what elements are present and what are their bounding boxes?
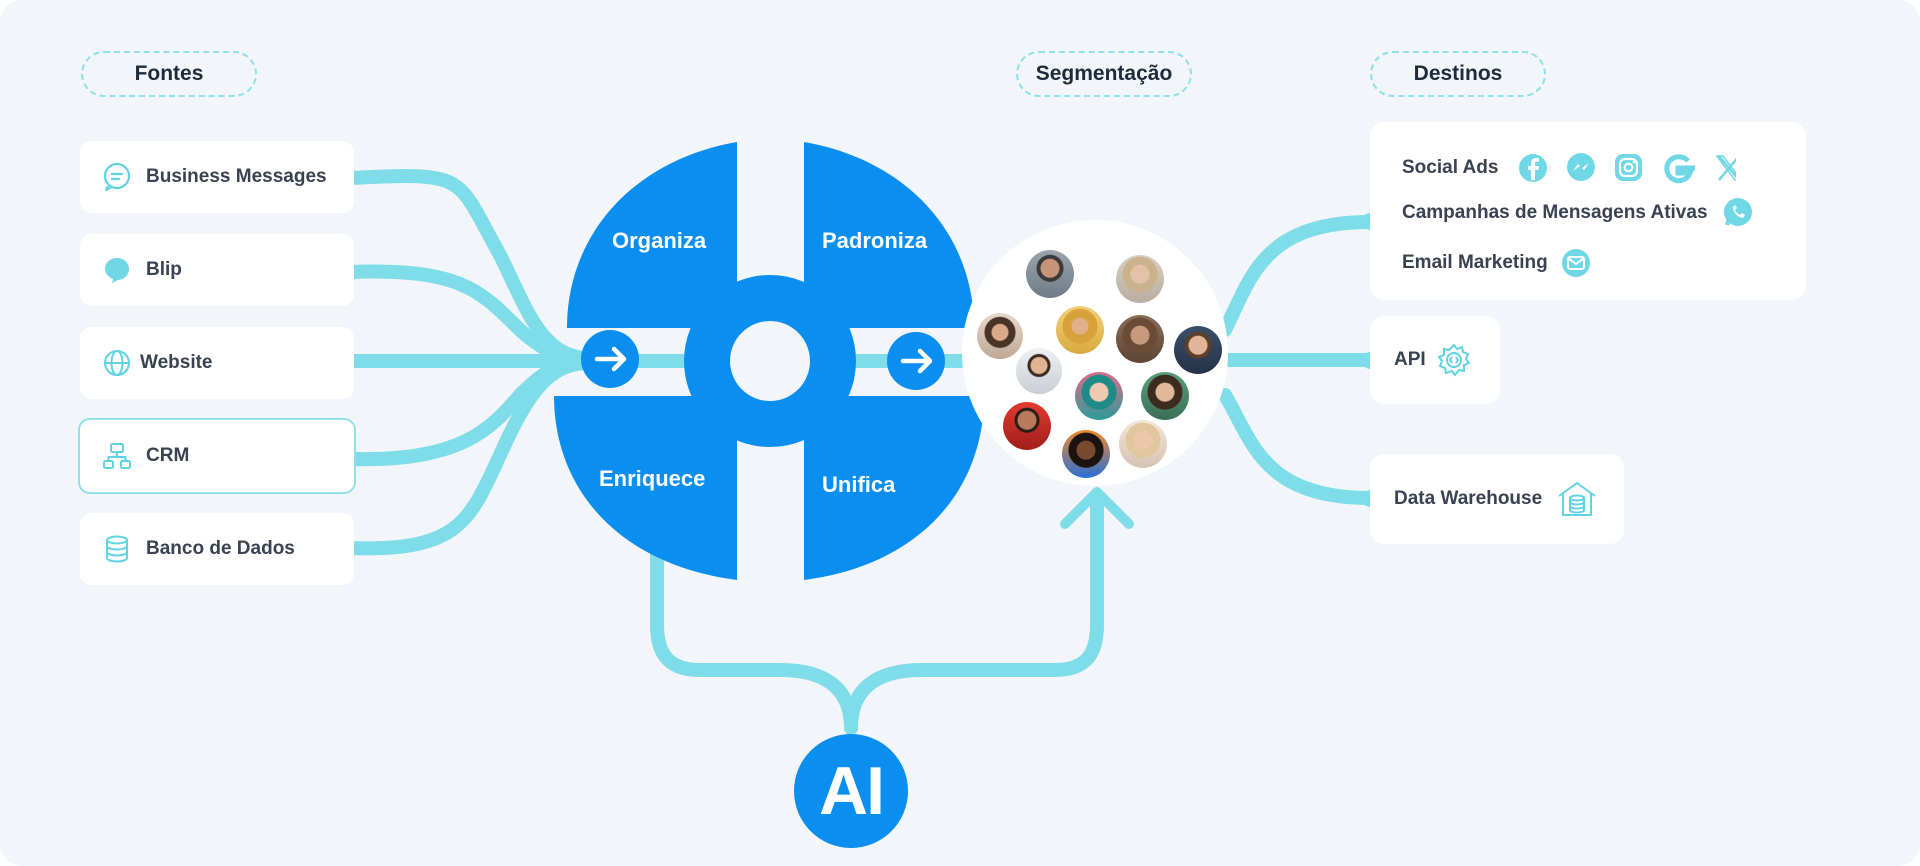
destination-channels-card: Social Ads Campanhas de Mensagens Ativas… [1370,122,1806,300]
avatar [1062,430,1110,478]
source-website[interactable]: Website [80,327,354,399]
api-gear-icon [1437,343,1471,377]
avatar [1119,420,1167,468]
label-enrich: Enriquece [599,466,706,491]
header-sources: Fontes [81,51,257,97]
email-marketing-label: Email Marketing [1402,252,1548,273]
instagram-icon [1615,154,1643,181]
messenger-icon [1567,153,1596,181]
line-to-social [1218,215,1377,337]
segment-enrich [554,396,737,580]
line-banco [343,356,592,556]
avatar [1141,372,1189,420]
avatar [1056,306,1104,354]
segment-standardize [804,142,974,328]
social-icons [1519,153,1737,184]
data-warehouse-label: Data Warehouse [1394,488,1543,509]
source-crm[interactable]: CRM [78,418,356,494]
chat-bubble-icon [102,162,132,192]
source-label: CRM [146,445,190,466]
label-standardize: Padroniza [822,228,928,253]
google-icon [1664,154,1696,184]
email-icon [1561,249,1590,277]
warehouse-icon [1558,482,1596,516]
destination-data-warehouse[interactable]: Data Warehouse [1370,454,1624,544]
avatar [1016,348,1062,394]
avatar [1116,315,1164,363]
destination-email-marketing[interactable]: Email Marketing [1402,238,1806,288]
org-chart-icon [102,441,132,471]
arrow-right-icon [900,348,933,374]
facebook-icon [1519,154,1548,182]
line-ai-enrich [650,501,858,735]
avatar [1116,255,1164,303]
source-label: Banco de Dados [146,538,295,559]
segment-unify [804,396,984,580]
destination-active-campaigns[interactable]: Campanhas de Mensagens Ativas [1402,188,1806,238]
line-ai-seg [844,491,1104,735]
blip-bubble-icon [102,255,132,285]
avatar [1003,402,1051,450]
destination-api[interactable]: API [1370,316,1500,404]
source-business-messages[interactable]: Business Messages [80,141,354,213]
line-business-messages [343,169,592,365]
avatar [1174,326,1222,374]
active-campaigns-label: Campanhas de Mensagens Ativas [1402,202,1708,223]
arrowhead-seg [1060,487,1134,529]
avatar [1075,372,1123,420]
globe-icon [102,348,132,378]
api-label: API [1394,349,1426,370]
database-icon [102,534,132,564]
avatar [977,313,1023,359]
avatar [1026,250,1074,298]
source-label: Blip [146,259,182,280]
source-label: Business Messages [146,166,327,187]
label-organize: Organiza [612,228,707,253]
header-segmentation: Segmentação [1016,51,1192,97]
arrow-right-icon [594,346,627,372]
line-to-dw [1218,388,1377,505]
source-label: Website [140,352,213,373]
source-banco-de-dados[interactable]: Banco de Dados [80,513,354,585]
hub-center [730,321,810,401]
social-ads-label: Social Ads [1402,157,1499,178]
segment-organize [567,142,737,328]
source-blip[interactable]: Blip [80,234,354,306]
whatsapp-icon [1723,198,1752,226]
ai-node: AI [794,734,908,848]
destination-social-ads[interactable]: Social Ads [1402,148,1806,188]
header-destinations: Destinos [1370,51,1546,97]
x-icon [1715,155,1737,181]
label-unify: Unifica [822,472,896,497]
